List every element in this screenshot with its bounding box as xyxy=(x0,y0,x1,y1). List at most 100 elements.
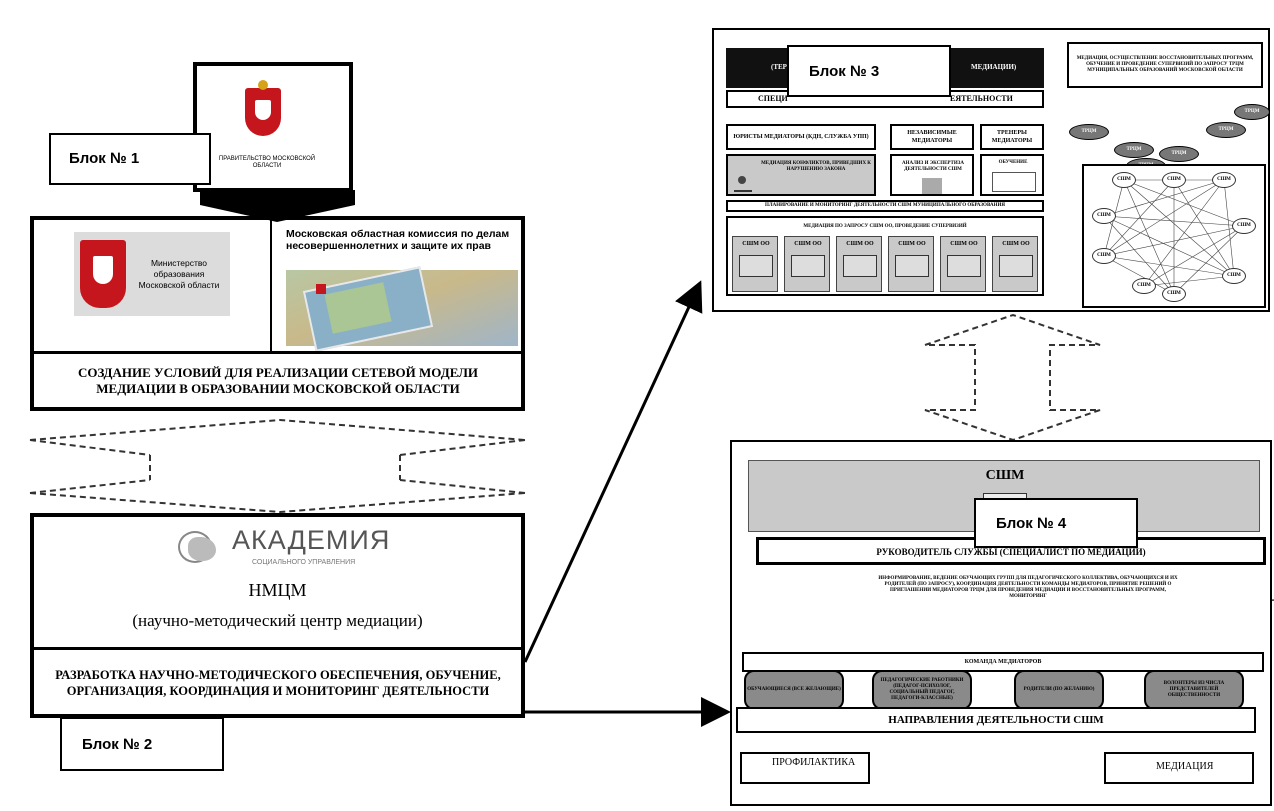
dashed-link-block3-block4 xyxy=(924,313,1101,442)
block3-col1-desc-box: МЕДИАЦИЯ КОНФЛИКТОВ, ПРИВЕДШИХ К НАРУШЕН… xyxy=(726,154,876,196)
block3-header-right: МЕДИАЦИИ) xyxy=(971,63,1017,71)
training-icon xyxy=(992,172,1036,192)
block3-col3-desc: ОБУЧЕНИЕ xyxy=(998,160,1028,165)
school-building-icon xyxy=(947,255,981,277)
block2-label-text: Блок № 2 xyxy=(82,736,153,753)
moscow-coat-of-arms-icon xyxy=(245,80,281,136)
school-unit-label: СШМ ОО xyxy=(898,241,926,247)
block2-container: АКАДЕМИЯ СОЦИАЛЬНОГО УПРАВЛЕНИЯ НМЦМ (на… xyxy=(30,513,525,718)
team-box: КОМАНДА МЕДИАТОРОВ xyxy=(742,652,1264,672)
block3-supervision: МЕДИАЦИЯ ПО ЗАПРОСУ СШМ ОО, ПРОВЕДЕНИЕ С… xyxy=(803,224,967,229)
government-down-arrow xyxy=(200,190,355,222)
school-unit: СШМ ОО xyxy=(888,236,934,292)
center-abbr: НМЦМ xyxy=(248,579,307,600)
school-unit-label: СШМ ОО xyxy=(846,241,874,247)
school-building-icon xyxy=(843,255,877,277)
block2-hline xyxy=(34,647,521,650)
school-unit: СШМ ОО xyxy=(784,236,830,292)
trcm-oval: ТРЦМ xyxy=(1159,146,1199,162)
block3-col2-desc: АНАЛИЗ И ЭКСПЕРТИЗА ДЕЯТЕЛЬНОСТИ СШМ xyxy=(901,161,965,172)
block4-container: СШМ РУКОВОДИТЕЛЬ СЛУЖБЫ (СПЕЦИАЛИСТ ПО М… xyxy=(730,440,1272,806)
school-unit: СШМ ОО xyxy=(732,236,778,292)
block4-label-text: Блок № 4 xyxy=(996,515,1067,532)
member-oval: ОБУЧАЮЩИЕСЯ (ВСЕ ЖЕЛАЮЩИЕ) xyxy=(744,670,844,710)
network-node: СШМ xyxy=(1112,172,1136,188)
school-unit: СШМ ОО xyxy=(836,236,882,292)
government-caption: ПРАВИТЕЛЬСТВО МОСКОВСКОЙ ОБЛАСТИ xyxy=(218,156,316,169)
prevention-box: ПРОФИЛАКТИКА xyxy=(740,752,870,784)
block3-col2-title: НЕЗАВИСИМЫЕ МЕДИАТОРЫ xyxy=(890,124,974,150)
block2-tasks: РАЗРАБОТКА НАУЧНО-МЕТОДИЧЕСКОГО ОБЕСПЕЧЕ… xyxy=(55,668,501,698)
school-building-icon xyxy=(739,255,773,277)
commission-title: Московская областная комиссия по делам н… xyxy=(286,228,510,252)
directions-box: НАПРАВЛЕНИЯ ДЕЯТЕЛЬНОСТИ СШМ xyxy=(736,707,1256,733)
member-oval: РОДИТЕЛИ (ПО ЖЕЛАНИЮ) xyxy=(1014,670,1104,710)
network-diagram: СШМ СШМ СШМ СШМ СШМ СШМ СШМ СШМ СШМ xyxy=(1082,164,1266,308)
dashed-link-block1-block2 xyxy=(29,418,526,514)
block3-right-note: МЕДИАЦИЯ, ОСУЩЕСТВЛЕНИЕ ВОССТАНОВИТЕЛЬНЫ… xyxy=(1067,42,1263,88)
network-node: СШМ xyxy=(1162,172,1186,188)
center-full-name: (научно-методический центр медиации) xyxy=(132,611,423,630)
duties-text: ИНФОРМИРОВАНИЕ, ВЕДЕНИЕ ОБУЧАЮЩИХ ГРУПП … xyxy=(878,576,1178,599)
mediation-text: МЕДИАЦИЯ xyxy=(1156,761,1214,772)
mediation-box: МЕДИАЦИЯ xyxy=(1104,752,1254,784)
block3-planning: ПЛАНИРОВАНИЕ И МОНИТОРИНГ ДЕЯТЕЛЬНОСТИ С… xyxy=(726,200,1044,212)
school-unit-label: СШМ ОО xyxy=(1002,241,1030,247)
school-unit: СШМ ОО xyxy=(992,236,1038,292)
block3-container: (ТЕР МЕДИАЦИИ) СПЕЦИ ЕЯТЕЛЬНОСТИ МЕДИАЦИ… xyxy=(712,28,1270,312)
school-unit-label: СШМ ОО xyxy=(742,241,770,247)
trcm-oval: ТРЦМ xyxy=(1206,122,1246,138)
prevention-text: ПРОФИЛАКТИКА xyxy=(772,757,856,768)
trcm-oval: ТРЦМ xyxy=(1114,142,1154,158)
people-icon xyxy=(734,176,752,192)
block3-subheader-right: ЕЯТЕЛЬНОСТИ xyxy=(950,94,1013,103)
network-node: СШМ xyxy=(1232,218,1256,234)
ministry-name: Министерство образования Московской обла… xyxy=(138,257,220,290)
head-text: РУКОВОДИТЕЛЬ СЛУЖБЫ (СПЕЦИАЛИСТ ПО МЕДИА… xyxy=(876,547,1146,557)
block3-header-left: (ТЕР xyxy=(771,63,787,71)
block1-goal: СОЗДАНИЕ УСЛОВИЙ ДЛЯ РЕАЛИЗАЦИИ СЕТЕВОЙ … xyxy=(77,365,479,396)
academy-subtitle: СОЦИАЛЬНОГО УПРАВЛЕНИЯ xyxy=(252,559,356,566)
block3-subheader-left: СПЕЦИ xyxy=(758,94,788,103)
school-building-icon xyxy=(999,255,1033,277)
commission-map-image xyxy=(286,266,518,352)
school-building-icon xyxy=(895,255,929,277)
network-node: СШМ xyxy=(1162,286,1186,302)
block3-label-text: Блок № 3 xyxy=(809,63,880,80)
block1-hline xyxy=(34,351,521,354)
trcm-oval: ТРЦМ xyxy=(1069,124,1109,140)
school-unit-label: СШМ ОО xyxy=(794,241,822,247)
member-oval: ВОЛОНТЕРЫ ИЗ ЧИСЛА ПРЕДСТАВИТЕЛЕЙ ОБЩЕСТ… xyxy=(1144,670,1244,710)
block3-col3-desc-box: ОБУЧЕНИЕ xyxy=(980,154,1044,196)
block3-supervision-box: МЕДИАЦИЯ ПО ЗАПРОСУ СШМ ОО, ПРОВЕДЕНИЕ С… xyxy=(726,216,1044,296)
block3-label: Блок № 3 xyxy=(787,45,951,97)
school-unit: СШМ ОО xyxy=(940,236,986,292)
academy-logo-icon xyxy=(174,527,224,567)
block4-label: Блок № 4 xyxy=(974,498,1138,548)
block3-col3-title: ТРЕНЕРЫ МЕДИАТОРЫ xyxy=(980,124,1044,150)
network-node: СШМ xyxy=(1092,248,1116,264)
ministry-coat-of-arms-icon xyxy=(80,240,126,308)
sshm-title: СШМ xyxy=(985,468,1025,483)
document-icon xyxy=(922,178,942,194)
network-node: СШМ xyxy=(1222,268,1246,284)
trcm-oval: ТРЦМ xyxy=(1234,104,1270,120)
network-node: СШМ xyxy=(1212,172,1236,188)
block3-col1-desc: МЕДИАЦИЯ КОНФЛИКТОВ, ПРИВЕДШИХ К НАРУШЕН… xyxy=(761,161,871,172)
block2-label: Блок № 2 xyxy=(60,717,224,771)
network-node: СШМ xyxy=(1132,278,1156,294)
block1-container: Министерство образования Московской обла… xyxy=(30,216,525,411)
academy-name: АКАДЕМИЯ xyxy=(232,525,391,555)
school-building-icon xyxy=(791,255,825,277)
arrow-to-block3 xyxy=(523,280,703,663)
government-box: ПРАВИТЕЛЬСТВО МОСКОВСКОЙ ОБЛАСТИ xyxy=(193,62,353,192)
school-unit-label: СШМ ОО xyxy=(950,241,978,247)
block1-label: Блок № 1 xyxy=(49,133,211,185)
network-node: СШМ xyxy=(1092,208,1116,224)
block1-divider xyxy=(270,220,272,351)
block1-label-text: Блок № 1 xyxy=(69,150,140,167)
block3-col1-title: ЮРИСТЫ МЕДИАТОРЫ (КДН, СЛУЖБА УПП) xyxy=(726,124,876,150)
block3-col2-desc-box: АНАЛИЗ И ЭКСПЕРТИЗА ДЕЯТЕЛЬНОСТИ СШМ xyxy=(890,154,974,196)
member-oval: ПЕДАГОГИЧЕСКИЕ РАБОТНИКИ (ПЕДАГОГ-ПСИХОЛ… xyxy=(872,670,972,710)
ministry-logo-panel: Министерство образования Московской обла… xyxy=(74,232,230,316)
